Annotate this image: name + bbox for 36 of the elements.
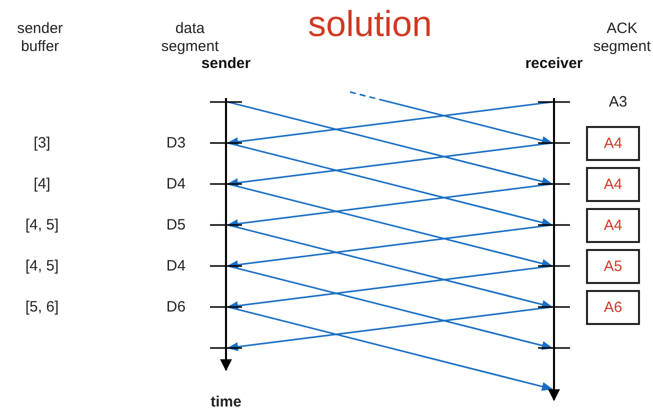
lifeline-name: receiver: [524, 55, 584, 72]
buffer-value: [4, 5]: [25, 216, 59, 234]
arrow: [226, 265, 552, 310]
ack-box: A4: [586, 208, 640, 243]
buffer-value: [3]: [34, 134, 50, 152]
arrow: [228, 183, 554, 268]
segment-value: D4: [166, 176, 186, 192]
ack-value: A3: [608, 94, 628, 110]
ack-box: A6: [586, 290, 640, 325]
arrow: [226, 183, 552, 228]
ack-box: A5: [586, 249, 640, 284]
title: solution: [308, 3, 432, 45]
ack-box: A4: [586, 167, 640, 202]
lifeline-name: sender: [200, 55, 252, 72]
arrow: [226, 101, 552, 146]
buffer-value: [4, 5]: [25, 258, 59, 274]
arrow: [226, 306, 552, 352]
arrow: [226, 142, 552, 188]
column-heading: ACK segment: [592, 20, 652, 56]
column-heading: data segment: [160, 20, 220, 56]
column-heading: sender buffer: [16, 20, 64, 56]
arrow: [226, 224, 552, 270]
segment-value: D4: [166, 258, 186, 274]
ack-box: A4: [586, 126, 640, 161]
arrow: [228, 101, 554, 186]
arrow: [228, 224, 554, 309]
arrow: [228, 265, 554, 350]
axis-label: time: [210, 394, 242, 410]
arrow: [228, 306, 554, 391]
buffer-value: [4]: [34, 176, 50, 192]
segment-value: D5: [166, 216, 186, 234]
arrow: [228, 142, 554, 227]
buffer-value: [5, 6]: [25, 298, 59, 316]
segment-value: D6: [166, 298, 186, 316]
arrow: [350, 91, 554, 145]
segment-value: D3: [166, 134, 186, 152]
